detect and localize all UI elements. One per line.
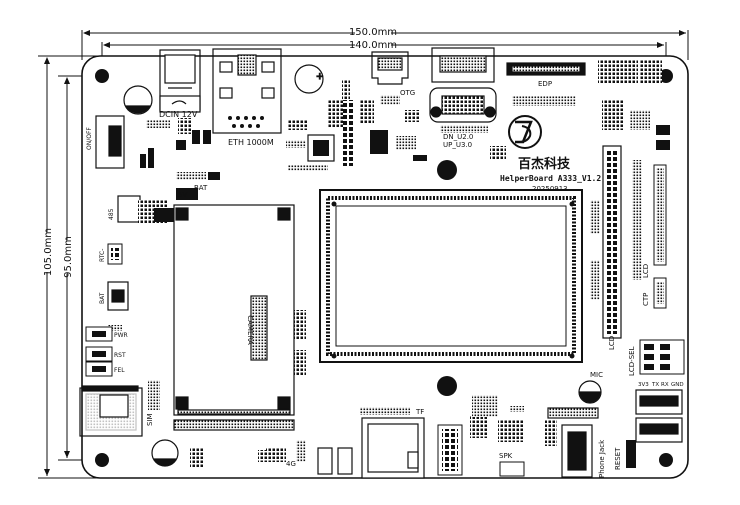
eth-label: ETH 1000M bbox=[228, 138, 274, 147]
lcd-fpc-small bbox=[632, 160, 642, 280]
usb-up-label: UP_U3.0 bbox=[443, 141, 472, 149]
brand-name: 百杰科技 bbox=[518, 156, 571, 172]
pmic-chip bbox=[307, 134, 335, 162]
electrolytic-capacitors: + bbox=[123, 64, 602, 467]
camera-label: CAMERA bbox=[246, 315, 254, 345]
on-off-label: ON/OFF bbox=[86, 127, 93, 150]
tx-label: TX bbox=[651, 382, 659, 388]
button-rst bbox=[85, 346, 113, 362]
tf-label: TF bbox=[415, 408, 424, 416]
rst-label: RST bbox=[114, 352, 126, 359]
audio-chip bbox=[472, 395, 498, 417]
button-pwr bbox=[85, 326, 113, 342]
bottom-buttons bbox=[317, 407, 599, 475]
rs485-label: 485 bbox=[108, 208, 115, 220]
battery-side-connector bbox=[107, 281, 129, 311]
reset-button bbox=[626, 440, 636, 468]
rtc-label: RTC- bbox=[99, 249, 106, 262]
rx-label: RX bbox=[661, 382, 669, 388]
dim-label-bg bbox=[40, 232, 54, 272]
dim-label-bg bbox=[355, 39, 391, 51]
passive-components bbox=[108, 60, 670, 468]
soc-outline bbox=[319, 189, 583, 363]
sim-label: SIM bbox=[146, 413, 154, 426]
4g-label: 4G bbox=[286, 460, 296, 468]
edp-label: EDP bbox=[538, 80, 552, 88]
phone-jack-label: Phone Jack bbox=[598, 439, 606, 478]
otg-label: OTG bbox=[400, 89, 415, 97]
lcd-label: LCD bbox=[608, 336, 616, 350]
tf-pins bbox=[360, 407, 410, 415]
ctp-pins bbox=[656, 282, 664, 304]
camera-module bbox=[173, 204, 295, 431]
bottom-header-pins bbox=[442, 429, 458, 471]
board-name: HelperBoard A333_V1.2 bbox=[500, 174, 601, 183]
audio-ic bbox=[498, 420, 524, 442]
rs485-connector bbox=[117, 195, 174, 224]
pin-header bbox=[343, 100, 355, 166]
gnd-label: GND bbox=[671, 382, 684, 388]
width-inner-label: 140.0mm bbox=[349, 40, 397, 51]
lcd-sel-pins bbox=[644, 344, 670, 370]
battery-connector bbox=[176, 172, 206, 200]
mounting-holes bbox=[95, 69, 673, 467]
sim-holder bbox=[79, 385, 143, 437]
dim-label-bg bbox=[60, 240, 74, 274]
svg-text:+: + bbox=[316, 72, 324, 82]
spk-label: SPK bbox=[499, 452, 513, 460]
usb-connector bbox=[429, 47, 497, 123]
otg-connector bbox=[371, 51, 409, 85]
terminal-blocks bbox=[635, 389, 683, 443]
bat-label: BAT bbox=[194, 184, 208, 192]
dim-label-bg bbox=[355, 25, 391, 37]
brand-logo bbox=[508, 115, 542, 149]
mic-label: MIC bbox=[590, 371, 603, 379]
width-outer-label: 150.0mm bbox=[349, 27, 397, 38]
speaker-connector bbox=[499, 461, 525, 477]
usb-dn-label: DN_U2.0 bbox=[443, 133, 473, 141]
ethernet-jack bbox=[212, 48, 282, 134]
on-off-switch bbox=[95, 115, 125, 169]
4g-module-pads bbox=[266, 448, 286, 462]
ctp-label: CTP bbox=[642, 293, 650, 306]
v33-label: 3V3 bbox=[638, 382, 649, 388]
tf-card-slot bbox=[361, 417, 425, 479]
dcin-label: DCIN 12V bbox=[159, 110, 198, 119]
button-fel bbox=[85, 361, 113, 377]
dc-jack bbox=[159, 49, 201, 113]
lcd-fpc-pins bbox=[656, 168, 664, 262]
lcd-side-label: LCD bbox=[642, 264, 650, 278]
fel-label: FEL bbox=[114, 367, 125, 374]
pwr-label: PWR bbox=[114, 332, 128, 339]
rtc-pins bbox=[111, 248, 119, 260]
lcd-header-pins bbox=[606, 150, 618, 334]
phone-jack bbox=[561, 424, 593, 478]
edp-connector bbox=[506, 62, 586, 106]
bat-5v-label: 5V bbox=[178, 191, 187, 199]
height-inner-label: 95.0mm bbox=[63, 236, 74, 278]
reset-label: RESET bbox=[614, 447, 622, 470]
lcd-sel-label: LCD-SEL bbox=[628, 346, 636, 376]
height-outer-label: 105.0mm bbox=[43, 228, 54, 276]
bat-side-label: BAT bbox=[99, 292, 106, 304]
